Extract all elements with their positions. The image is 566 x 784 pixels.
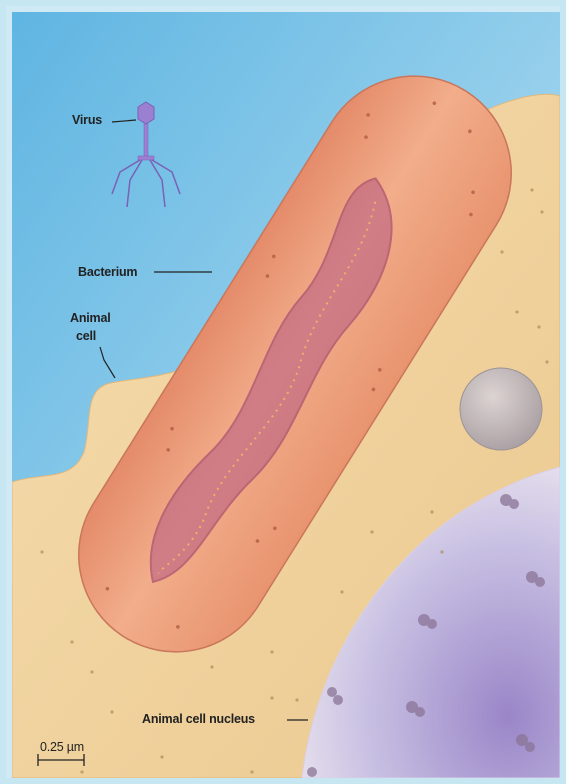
bacterium-label: Bacterium xyxy=(78,265,137,279)
virus-label: Virus xyxy=(72,113,102,127)
animal-cell-nucleus-label: Animal cell nucleus xyxy=(142,712,255,726)
scale-bar-label: 0.25 µm xyxy=(40,740,84,754)
animal-cell-label-line1: Animal xyxy=(70,311,110,325)
cell-size-comparison-figure: Virus Bacterium Animal cell Animal cell … xyxy=(12,12,560,778)
animal-cell-label-line2: cell xyxy=(76,329,96,343)
vesicle-icon xyxy=(460,368,542,450)
